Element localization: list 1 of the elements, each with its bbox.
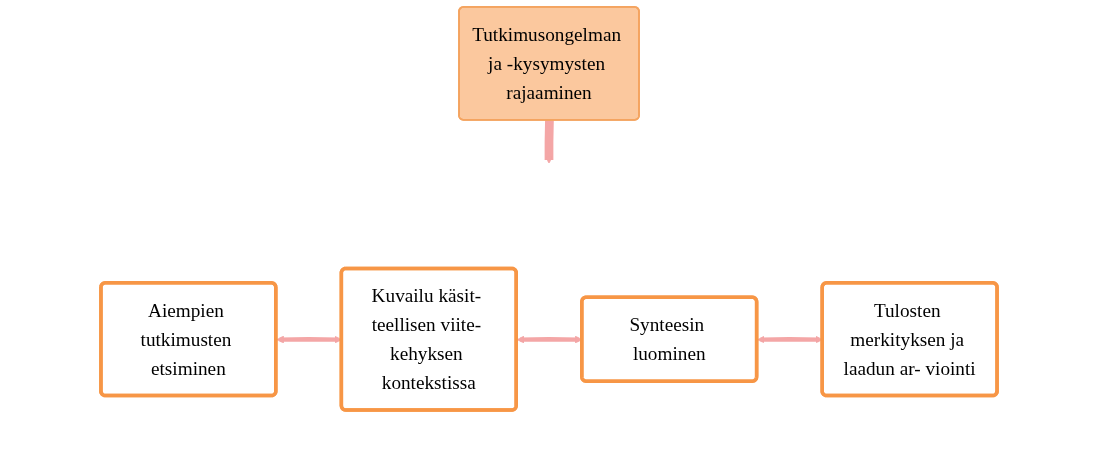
arrow [544,120,554,164]
